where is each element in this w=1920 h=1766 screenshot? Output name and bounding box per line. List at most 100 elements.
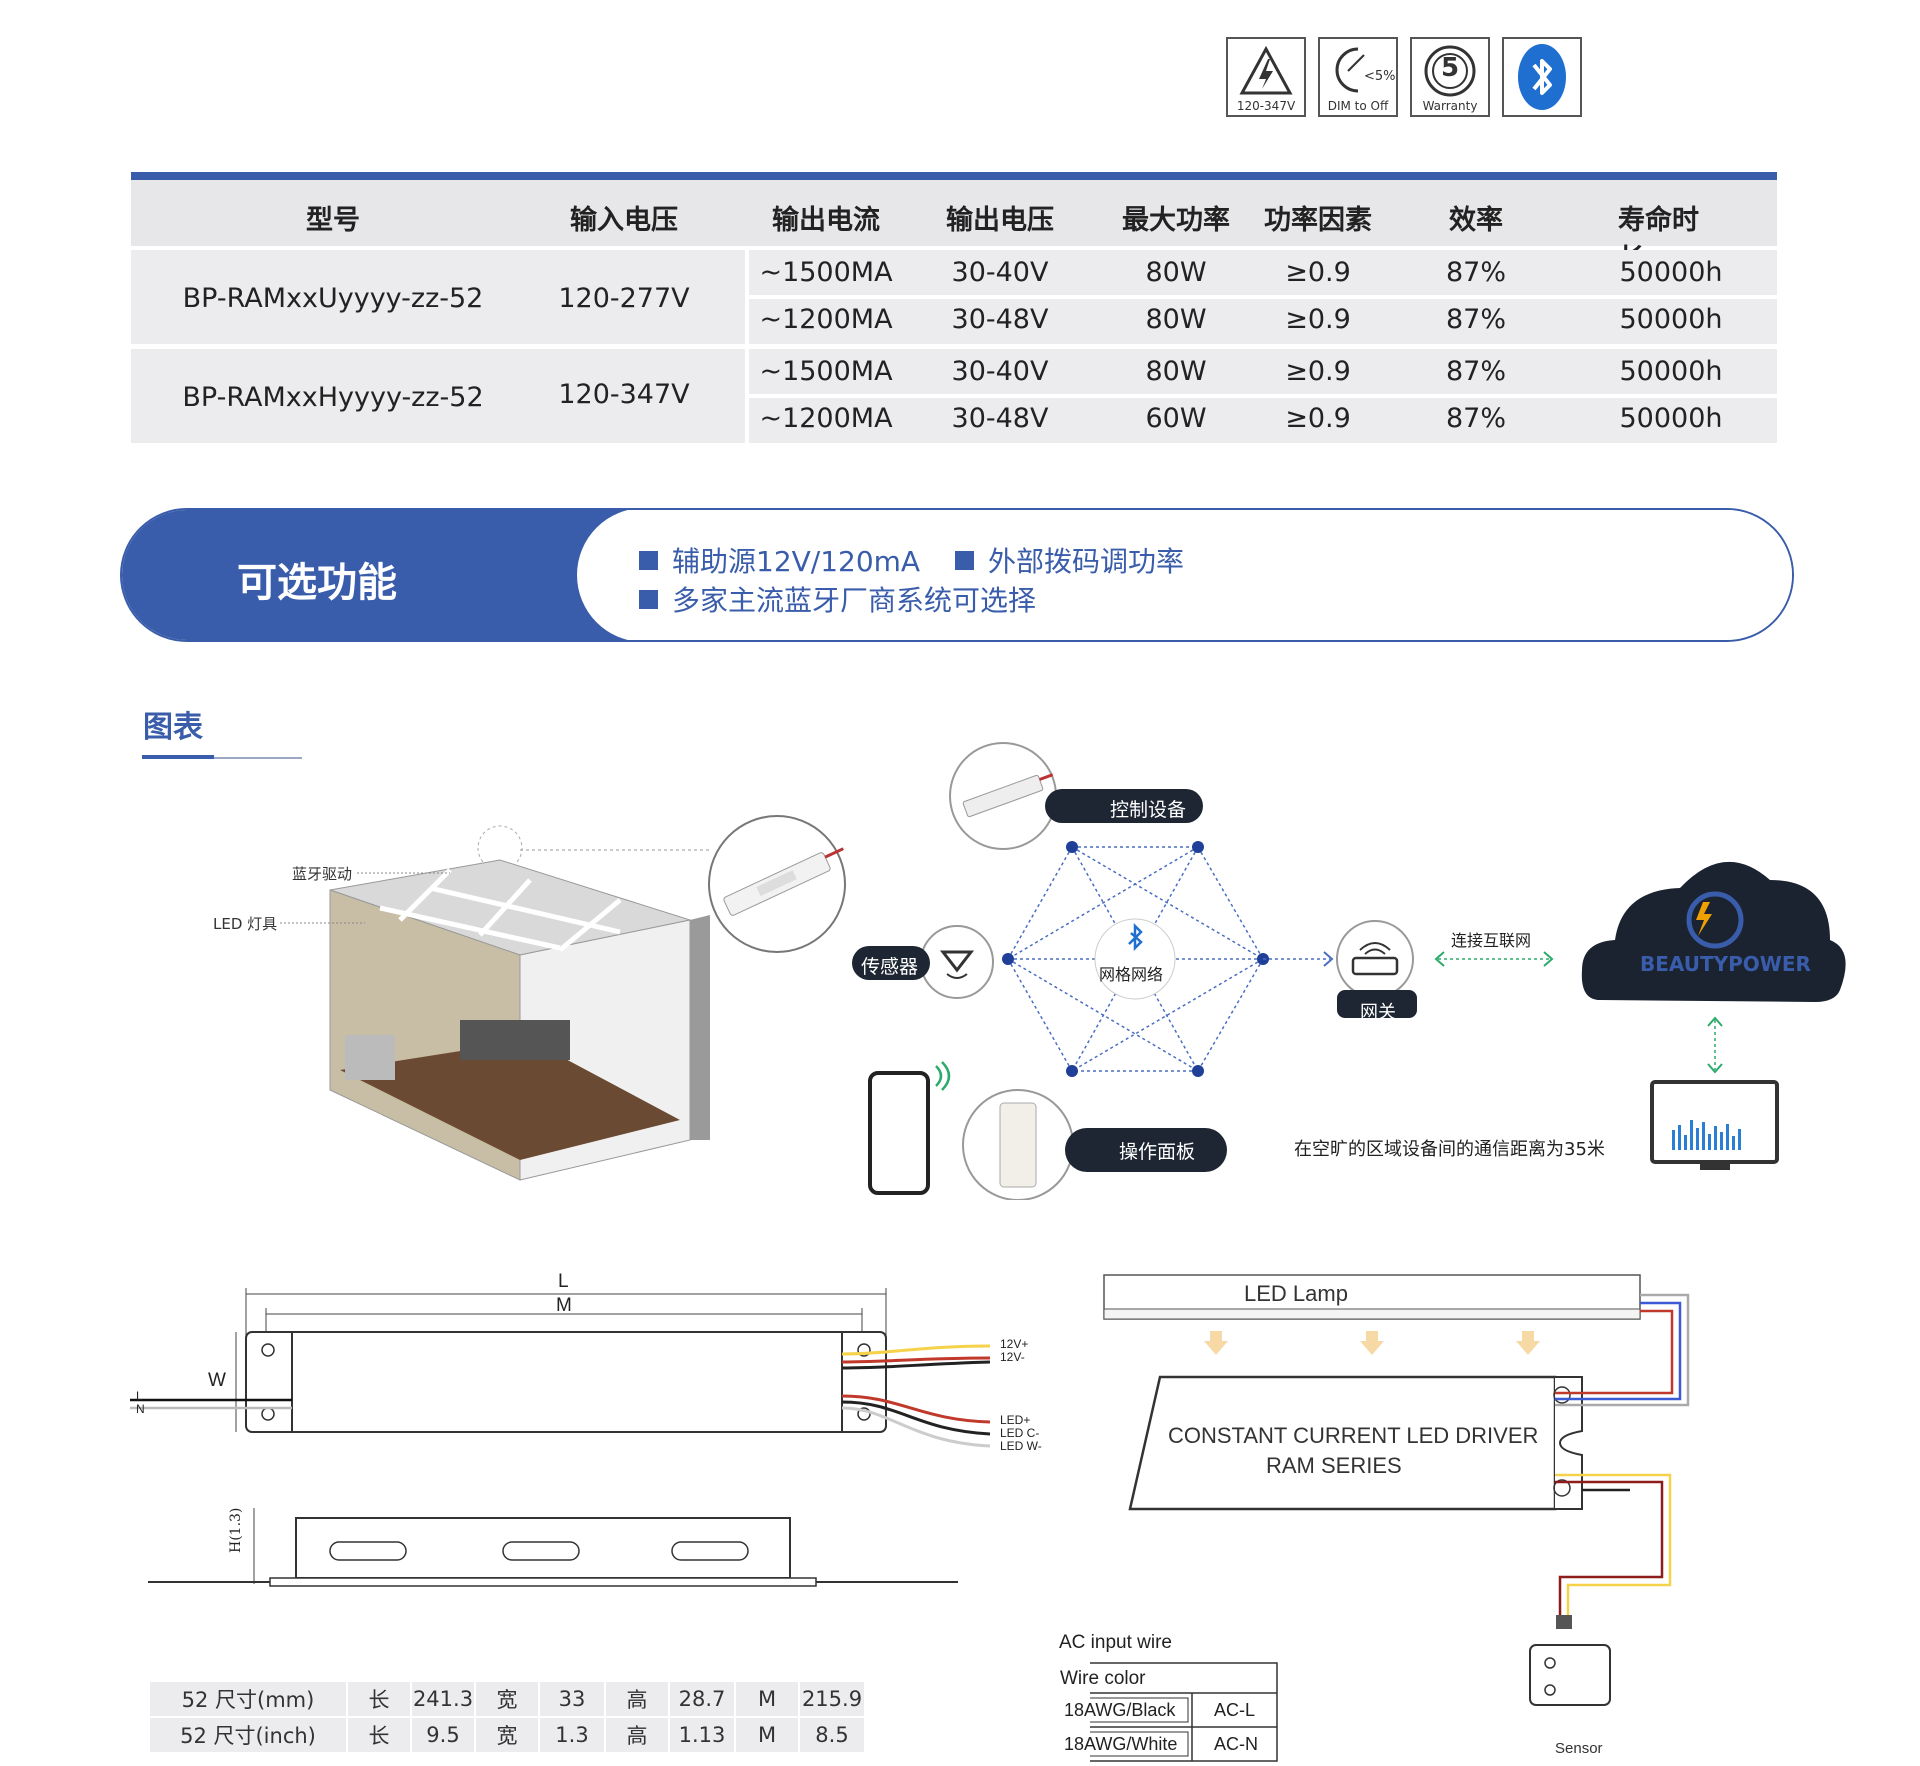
distance-note: 在空旷的区域设备间的通信距离为35米 — [1294, 1139, 1605, 1160]
ac-cell-frame — [1090, 1697, 1189, 1723]
side-slot — [329, 1541, 407, 1561]
output-wire-red — [1555, 1309, 1674, 1395]
ac-table-frame — [1090, 1662, 1278, 1762]
ac-func-2: AC-N — [1214, 1734, 1258, 1754]
dim-m-value: 8.5 — [815, 1723, 849, 1747]
table-row — [749, 349, 1777, 394]
zoom-target — [477, 825, 523, 871]
header-input-voltage: 输入电压 — [570, 205, 678, 236]
spec-table-topbar — [131, 172, 1777, 180]
wire-led-c-label: LED C- — [1000, 1426, 1040, 1440]
section-title: 图表 — [143, 710, 203, 745]
spec-group-1: BP-RAMxxUyyyy-zz-52 120-277V ~1500MA 30-… — [131, 250, 1777, 344]
driver-screw — [1553, 1386, 1571, 1404]
warranty-seal-icon — [1424, 45, 1476, 97]
warranty-badge: 5 Warranty — [1410, 37, 1490, 117]
led-lamp-label: LED Lamp — [1244, 1281, 1348, 1306]
header-max-power: 最大功率 — [1122, 205, 1230, 236]
mesh-label: 网格网络 — [1099, 965, 1164, 984]
sensor-wire-red — [1555, 1480, 1664, 1615]
wiring-diagram — [1090, 1274, 1690, 1762]
sensor-box — [1529, 1644, 1611, 1706]
output-voltage-cell: 30-48V — [951, 304, 1049, 335]
efficiency-cell: 87% — [1445, 257, 1507, 288]
internet-arrow-right — [1543, 951, 1554, 967]
ac-wire-1: 18AWG/Black — [1064, 1700, 1176, 1720]
dim-label: 52 尺寸(mm) — [150, 1682, 348, 1717]
feature-item: 辅助源12V/120mA — [639, 540, 920, 580]
ceiling-grid — [558, 898, 622, 952]
voltage-badge-caption: 120-347V — [1236, 99, 1296, 113]
driver-zoom-image — [723, 847, 844, 916]
side-slot — [671, 1541, 749, 1561]
max-power-cell: 80W — [1145, 304, 1207, 335]
input-voltage-cell: 120-347V — [558, 379, 690, 410]
wire-led-plus-label: LED+ — [1000, 1413, 1031, 1427]
gateway-label-bg — [1337, 990, 1417, 1018]
cloud-logo-circle — [1686, 891, 1744, 949]
internet-arrow-left — [1434, 951, 1445, 967]
router-wifi-icon — [1359, 942, 1391, 955]
ac-wire-2: 18AWG/White — [1064, 1734, 1178, 1754]
output-voltage-cell: 30-40V — [951, 257, 1049, 288]
table-row — [749, 398, 1777, 443]
output-wire-gray — [1555, 1293, 1690, 1407]
mesh-to-gateway-arrow — [1323, 951, 1334, 967]
efficiency-cell: 87% — [1445, 356, 1507, 387]
panel-label-bg — [1065, 1128, 1227, 1172]
cloud-shape — [1581, 861, 1846, 1002]
bluetooth-icon — [1518, 44, 1566, 110]
efficiency-cell: 87% — [1445, 304, 1507, 335]
sensor-label-bg — [852, 946, 930, 980]
table-row: 52 尺寸(mm) 长 241.3 宽 33 高 28.7 M 215.9 — [150, 1682, 864, 1717]
dim-m-label: M — [735, 1682, 800, 1717]
power-factor-cell: ≥0.9 — [1285, 403, 1351, 434]
warranty-badge-inner: 5 — [1440, 53, 1460, 83]
dim-h-value: 28.7 — [669, 1682, 736, 1717]
monitor-stand — [1700, 1162, 1730, 1170]
section-title-underline — [142, 757, 302, 759]
spec-group-2-left — [131, 349, 745, 443]
dim-l-label: 长 — [347, 1717, 412, 1752]
cloud-logo-bolt — [1696, 902, 1712, 936]
max-power-cell: 80W — [1145, 356, 1207, 387]
output-current-cell: ~1500MA — [759, 257, 893, 288]
dim-badge: <5% DIM to Off — [1318, 37, 1398, 117]
header-model: 型号 — [306, 205, 360, 236]
room-outer-frame — [690, 915, 710, 1140]
control-device-image — [962, 773, 1054, 818]
dimension-W-label: W — [208, 1370, 226, 1391]
table-row — [749, 250, 1777, 295]
table-row — [749, 299, 1777, 344]
led-lamp-inner — [1103, 1308, 1641, 1320]
wire-led-w-label: LED W- — [1000, 1439, 1042, 1453]
feature-item: 外部拨码调功率 — [955, 540, 1184, 580]
dim-h-label: 高 — [605, 1717, 670, 1752]
cloud-arrow-down — [1707, 1063, 1723, 1074]
lifetime-cell: 50000h — [1619, 257, 1723, 288]
dimmer-icon — [1335, 47, 1365, 93]
dim-m-value: 215.9 — [801, 1687, 863, 1711]
panel-label: 操作面板 — [1119, 1141, 1196, 1163]
output-voltage-cell: 30-40V — [951, 356, 1049, 387]
dim-badge-inner: <5% — [1364, 69, 1396, 84]
output-current-cell: ~1500MA — [759, 356, 893, 387]
driver-label-line2: RAM SERIES — [1266, 1453, 1402, 1478]
dim-h-label: 高 — [605, 1682, 670, 1717]
input-L-label: L — [136, 1389, 143, 1403]
wire-black-aux — [841, 1360, 991, 1370]
warranty-badge-caption: Warranty — [1422, 99, 1478, 113]
dim-w-value: 33 — [539, 1682, 606, 1717]
output-wire-blue — [1555, 1301, 1682, 1401]
ceiling-grid — [398, 868, 452, 922]
model-cell: BP-RAMxxHyyyy-zz-52 — [182, 382, 484, 413]
office-cabinet — [345, 1035, 395, 1080]
header-output-current: 输出电流 — [772, 205, 880, 236]
dimension-L-label: L — [558, 1271, 569, 1292]
wire-12v-plus-label: 12V+ — [1000, 1337, 1029, 1351]
voltage-badge: 120-347V — [1226, 37, 1306, 117]
power-factor-cell: ≥0.9 — [1285, 304, 1351, 335]
control-device-label: 控制设备 — [1110, 799, 1187, 821]
side-slot — [502, 1541, 580, 1561]
dim-l-value: 9.5 — [411, 1717, 476, 1752]
